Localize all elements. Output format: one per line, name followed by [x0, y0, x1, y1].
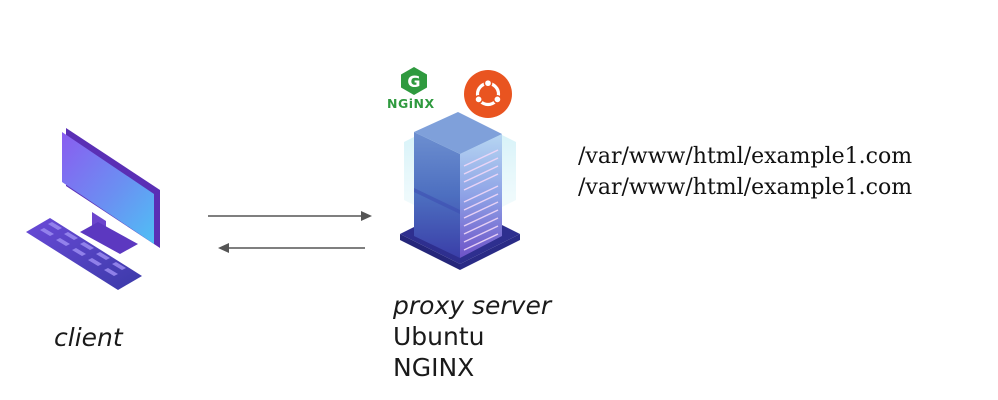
- svg-text:G: G: [407, 72, 420, 91]
- server-tower-icon: [400, 112, 520, 270]
- client-label: client: [54, 323, 123, 352]
- document-root-path: /var/www/html/example1.com: [578, 144, 913, 169]
- ubuntu-logo-icon: [464, 70, 512, 118]
- request-arrow: [208, 211, 372, 221]
- response-arrow: [218, 243, 365, 253]
- desktop-computer-icon: [26, 128, 160, 290]
- server-software-label: NGINX: [393, 353, 475, 382]
- nginx-logo-icon: G: [401, 67, 427, 95]
- document-root-path: /var/www/html/example1.com: [578, 175, 913, 200]
- document-root-list: /var/www/html/example1.com /var/www/html…: [578, 141, 912, 203]
- nginx-logo-text: NGiNX: [387, 96, 435, 111]
- server-role-label: proxy server: [393, 291, 552, 320]
- server-label: proxy server Ubuntu NGINX: [393, 290, 551, 383]
- server-os-label: Ubuntu: [393, 322, 485, 351]
